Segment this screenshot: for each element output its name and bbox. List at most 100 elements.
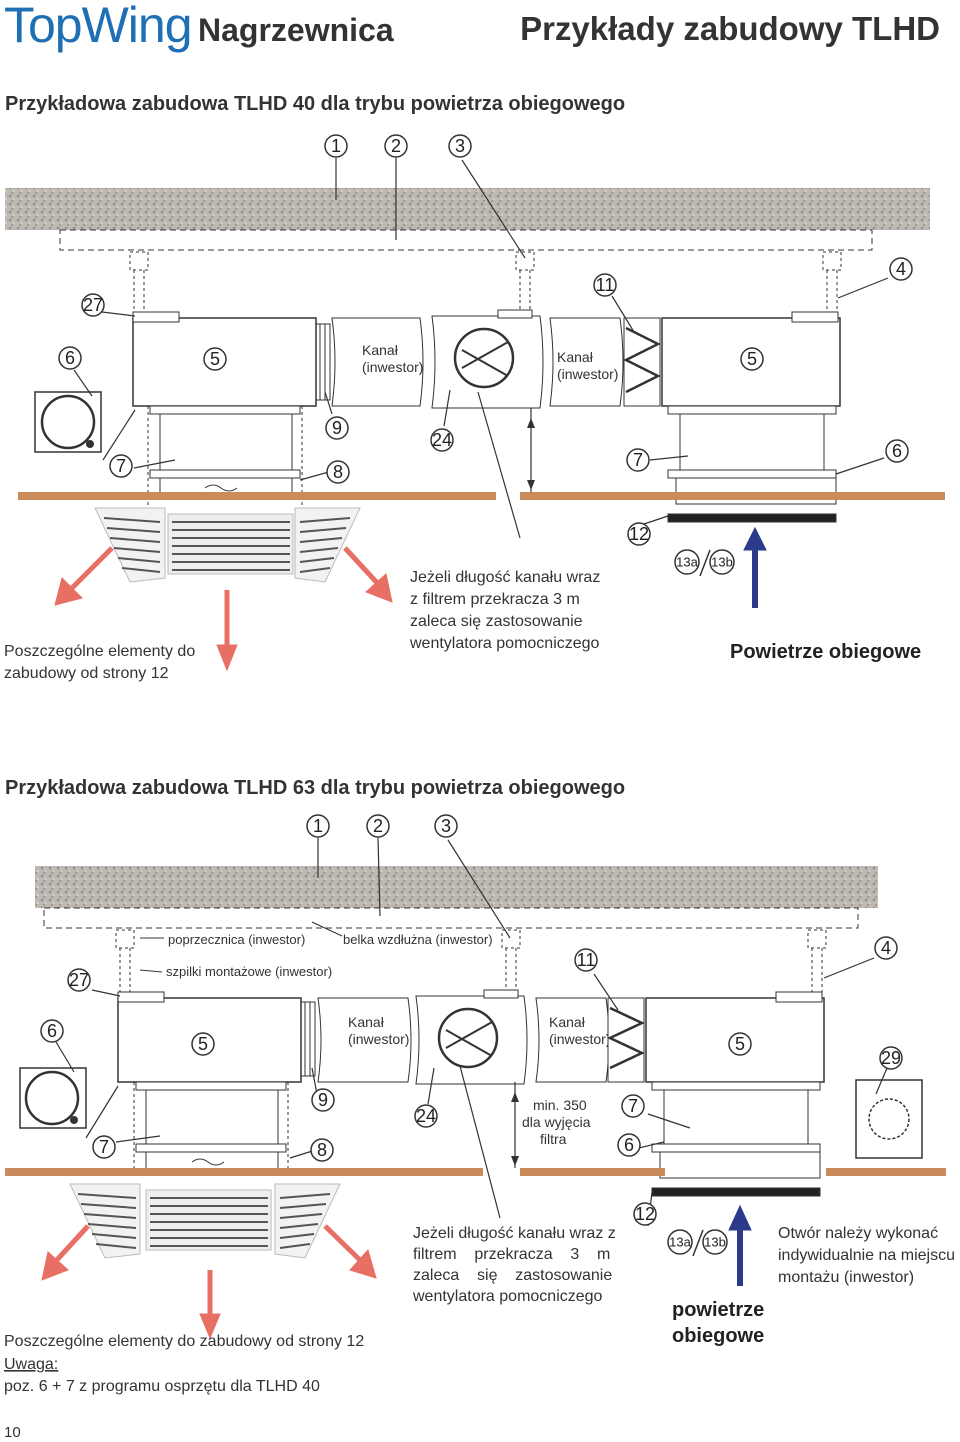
marker-3: 3: [455, 136, 465, 156]
section1-title: Przykładowa zabudowa TLHD 40 dla trybu p…: [5, 93, 626, 115]
marker2-29: 29: [881, 1048, 901, 1068]
air2-label-2: obiegowe: [672, 1325, 764, 1347]
duct-label-2: Kanał: [557, 349, 594, 365]
page-title: Przykłady zabudowy TLHD: [520, 10, 940, 47]
fan-icon-2: [437, 1007, 499, 1069]
uwaga-label: Uwaga:: [4, 1356, 58, 1373]
duct-right: [549, 317, 624, 407]
marker-6: 6: [65, 348, 75, 368]
fan-note-2: z filtrem przekracza 3 m: [410, 591, 580, 608]
elements-note-2: zabudowy od strony 12: [4, 665, 169, 682]
marker2-27: 27: [69, 970, 89, 990]
ceiling: [5, 188, 930, 230]
marker2-8: 8: [317, 1140, 327, 1160]
marker-27: 27: [83, 295, 103, 315]
fan2-note-4: wentylatora pomocniczego: [412, 1288, 603, 1305]
fan-note-3: zaleca się zastosowanie: [410, 613, 583, 630]
marker-5a: 5: [210, 349, 220, 369]
opening-note-1: Otwór należy wykonać: [778, 1225, 938, 1242]
marker-7a: 7: [116, 456, 126, 476]
marker2-4: 4: [881, 938, 891, 958]
brand-logo: TopWing: [4, 0, 193, 53]
marker-8: 8: [333, 462, 343, 482]
fan2-note-1: Jeżeli długość kanału wraz z: [413, 1225, 616, 1242]
air2-label-1: powietrze: [672, 1299, 764, 1321]
label-belka: belka wzdłużna (inwestor): [343, 932, 493, 947]
marker-6b: 6: [892, 441, 902, 461]
fan-note-1: Jeżeli długość kanału wraz: [410, 569, 600, 586]
fan-icon: [453, 327, 515, 389]
marker-24: 24: [432, 430, 452, 450]
label-szpilki: szpilki montażowe (inwestor): [166, 964, 332, 979]
duct-left: [331, 317, 424, 407]
marker-13a: 13a: [676, 555, 698, 570]
product-name: Nagrzewnica: [198, 12, 394, 48]
elements-note-1: Poszczególne elementy do: [4, 643, 195, 660]
opening-note-2: indywidualnie na miejscu: [778, 1247, 955, 1264]
floor-left: [18, 492, 496, 500]
floor-right-2: [826, 1168, 946, 1176]
duct-left-2: [317, 997, 412, 1083]
opening-box: [855, 1079, 923, 1159]
duct2-label-1b: (inwestor): [348, 1031, 409, 1047]
marker2-24: 24: [416, 1106, 436, 1126]
min-note-2: dla wyjęcia: [522, 1114, 591, 1130]
marker2-7b: 7: [628, 1096, 638, 1116]
marker2-13a: 13a: [669, 1235, 691, 1250]
suspension-frame-2: [43, 907, 859, 929]
opening-note-3: montażu (inwestor): [778, 1269, 914, 1286]
ceiling-grille: [94, 507, 361, 583]
section2-title: Przykładowa zabudowa TLHD 63 dla trybu p…: [5, 777, 626, 799]
duct-label-1b: (inwestor): [362, 359, 423, 375]
marker2-5a: 5: [198, 1034, 208, 1054]
marker-11: 11: [596, 275, 615, 295]
side-box-left: [34, 391, 102, 453]
duct-label-1: Kanał: [362, 342, 399, 358]
duct2-label-1: Kanał: [348, 1014, 385, 1030]
marker2-11: 11: [577, 950, 596, 970]
marker-4: 4: [896, 259, 906, 279]
marker-5b: 5: [747, 349, 757, 369]
marker2-6b: 6: [624, 1135, 634, 1155]
marker2-13b: 13b: [704, 1235, 726, 1250]
fan-note-4: wentylatora pomocniczego: [409, 635, 600, 652]
marker2-5b: 5: [735, 1034, 745, 1054]
min-note-3: filtra: [540, 1131, 567, 1147]
air-out-arrows: [54, 546, 393, 672]
marker-2: 2: [391, 136, 401, 156]
marker-13b: 13b: [711, 555, 733, 570]
page-number: 10: [4, 1424, 21, 1441]
marker2-9: 9: [318, 1090, 328, 1110]
air-in-arrow: [743, 526, 767, 608]
diagram-tlhd40: Kanał (inwestor) Kanał (inwestor): [4, 134, 945, 682]
air-label: Powietrze obiegowe: [730, 641, 921, 663]
diagram-tlhd63: poprzecznica (inwestor) belka wzdłużna (…: [4, 814, 955, 1395]
marker2-3: 3: [441, 816, 451, 836]
elements2-note: Poszczególne elementy do zabudowy od str…: [4, 1333, 364, 1350]
label-poprzecznica: poprzecznica (inwestor): [168, 932, 305, 947]
ceiling-grille-2: [69, 1183, 341, 1259]
min-note-1: min. 350: [533, 1097, 587, 1113]
uwaga-text: poz. 6 + 7 z programu osprzętu dla TLHD …: [4, 1378, 320, 1395]
fan2-note-3: zaleca się zastosowanie: [413, 1267, 612, 1284]
marker-1: 1: [331, 136, 341, 156]
marker2-1: 1: [313, 816, 323, 836]
marker2-6: 6: [47, 1021, 57, 1041]
duct-label-2b: (inwestor): [557, 366, 618, 382]
marker2-12: 12: [635, 1204, 655, 1224]
fan2-note-2: filtrem przekracza 3 m: [413, 1246, 610, 1263]
marker-9: 9: [332, 418, 342, 438]
marker2-2: 2: [373, 816, 383, 836]
marker-12: 12: [629, 524, 649, 544]
marker2-7a: 7: [99, 1137, 109, 1157]
suspension-frame: [59, 229, 873, 251]
ceiling-2: [35, 866, 878, 908]
air-out-arrows-2: [41, 1224, 377, 1340]
duct2-label-2: Kanał: [549, 1014, 586, 1030]
duct2-label-2b: (inwestor): [549, 1031, 610, 1047]
floor-left-2: [5, 1168, 483, 1176]
floor-mid-2: [520, 1168, 665, 1176]
air-in-arrow-2: [728, 1204, 752, 1286]
marker-7b: 7: [633, 450, 643, 470]
floor-right: [520, 492, 945, 500]
